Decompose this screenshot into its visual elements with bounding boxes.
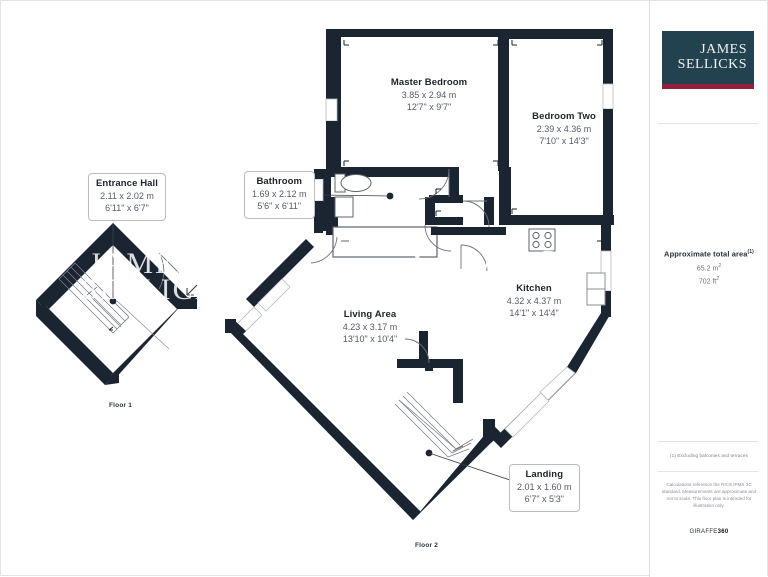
total-area-metric-value: 65.2 m [696, 264, 719, 272]
corner-ticks-floor-1 [108, 241, 156, 331]
room-name-entrance-hall: Entrance Hall [96, 178, 159, 189]
total-area-title-superscript: (1) [747, 249, 754, 255]
room-dim-imperial-landing: 6'7" x 5'3" [524, 493, 564, 504]
total-area-title-text: Approximate total area [664, 249, 748, 259]
room-dim-metric-entrance-hall: 2.11 x 2.02 m [100, 190, 154, 201]
room-name-kitchen: Kitchen [516, 283, 552, 294]
sidebar-divider-1 [658, 123, 758, 124]
entry-arrow [186, 284, 198, 296]
provider-suffix: 360 [717, 529, 729, 535]
door-arcs-floor-2 [310, 168, 490, 364]
room-label-landing: Landing 2.01 x 1.60 m 6'7" x 5'3" [509, 464, 580, 512]
room-label-entrance-hall: Entrance Hall 2.11 x 2.02 m 6'11" x 6'7" [88, 173, 167, 221]
floor-tag-2: Floor 2 [415, 542, 439, 549]
room-name-bathroom: Bathroom [256, 176, 303, 187]
room-name-landing: Landing [525, 469, 564, 480]
room-dim-metric-living-area: 4.23 x 3.17 m [342, 321, 398, 332]
room-landing [397, 331, 576, 448]
leader-line-landing [428, 452, 514, 482]
room-bathroom [313, 169, 438, 258]
total-area-imperial-value: 702 ft [698, 278, 717, 286]
provider-name: GIRAFFE [689, 529, 718, 535]
room-living-area [225, 239, 501, 520]
total-area-block: Approximate total area(1) 65.2 m2 702 ft… [650, 249, 768, 285]
total-area-imperial: 702 ft2 [650, 276, 768, 285]
room-dim-imperial-entrance-hall: 6'11" x 6'7" [105, 202, 149, 213]
plan-svg [36, 29, 614, 521]
room-label-kitchen: Kitchen 4.32 x 4.37 m 14'1" x 14'4" [479, 283, 589, 320]
room-dim-imperial-bedroom-two: 7'10" x 14'3" [539, 135, 589, 146]
provider-credit: GIRAFFE360 [650, 529, 768, 535]
room-label-living-area: Living Area 4.23 x 3.17 m 13'10" x 10'4" [306, 309, 434, 346]
area-footnote: (1) Excluding balconies and terraces [670, 453, 748, 458]
floor-plan-drawing [1, 1, 651, 577]
legal-disclaimer: Calculations reference the RICS IPMS 3C … [661, 482, 757, 509]
staircase-landing [394, 391, 474, 458]
room-dim-imperial-bathroom: 5'6" x 6'11" [257, 200, 302, 211]
hob-icon [528, 228, 556, 252]
sidebar-divider-3 [658, 471, 758, 472]
room-dim-metric-landing: 2.01 x 1.60 m [517, 481, 572, 492]
room-dim-metric-bedroom-two: 2.39 x 4.36 m [536, 123, 592, 134]
room-dim-imperial-living-area: 13'10" x 10'4" [342, 333, 398, 344]
floor-1-plan [36, 223, 198, 385]
brand-logo: JAMES SELLICKS [662, 31, 754, 84]
staircase-entrance-hall [58, 262, 130, 334]
room-label-bathroom: Bathroom 1.69 x 2.12 m 5'6" x 6'11" [244, 171, 315, 219]
floor-2-plan [225, 29, 614, 521]
room-dim-imperial-kitchen: 14'1" x 14'4" [509, 307, 559, 318]
room-bedroom-two [499, 29, 614, 225]
total-area-metric-superscript: 2 [718, 262, 722, 269]
brand-logo-accent-bar [662, 84, 754, 89]
corner-ticks-floor-2 [343, 40, 603, 242]
total-area-metric: 65.2 m2 [650, 263, 768, 272]
door-arc-entrance-hall [116, 252, 180, 350]
room-name-master-bedroom: Master Bedroom [390, 77, 468, 88]
room-dim-metric-master-bedroom: 3.85 x 2.94 m [401, 89, 457, 100]
floor-tag-1: Floor 1 [109, 402, 133, 409]
info-sidebar: JAMES SELLICKS Approximate total area(1)… [649, 1, 767, 577]
room-name-living-area: Living Area [343, 309, 397, 320]
total-area-title: Approximate total area(1) [650, 249, 768, 259]
leader-line-bathroom [322, 194, 391, 197]
room-dim-metric-bathroom: 1.69 x 2.12 m [252, 188, 307, 199]
room-name-bedroom-two: Bedroom Two [532, 111, 596, 122]
room-master-bedroom [325, 29, 611, 177]
brand-logo-line-2: SELLICKS [677, 56, 747, 72]
brand-logo-line-1: JAMES [700, 42, 747, 58]
total-area-imperial-superscript: 2 [716, 275, 720, 282]
sidebar-divider-2 [658, 441, 758, 442]
room-label-bedroom-two: Bedroom Two 2.39 x 4.36 m 7'10" x 14'3" [509, 111, 619, 148]
room-dim-metric-kitchen: 4.32 x 4.37 m [506, 295, 562, 306]
room-dim-imperial-master-bedroom: 12'7" x 9'7" [406, 101, 452, 112]
room-kitchen [431, 225, 612, 373]
leader-lines [322, 194, 514, 482]
room-label-master-bedroom: Master Bedroom 3.85 x 2.94 m 12'7" x 9'7… [369, 77, 489, 114]
